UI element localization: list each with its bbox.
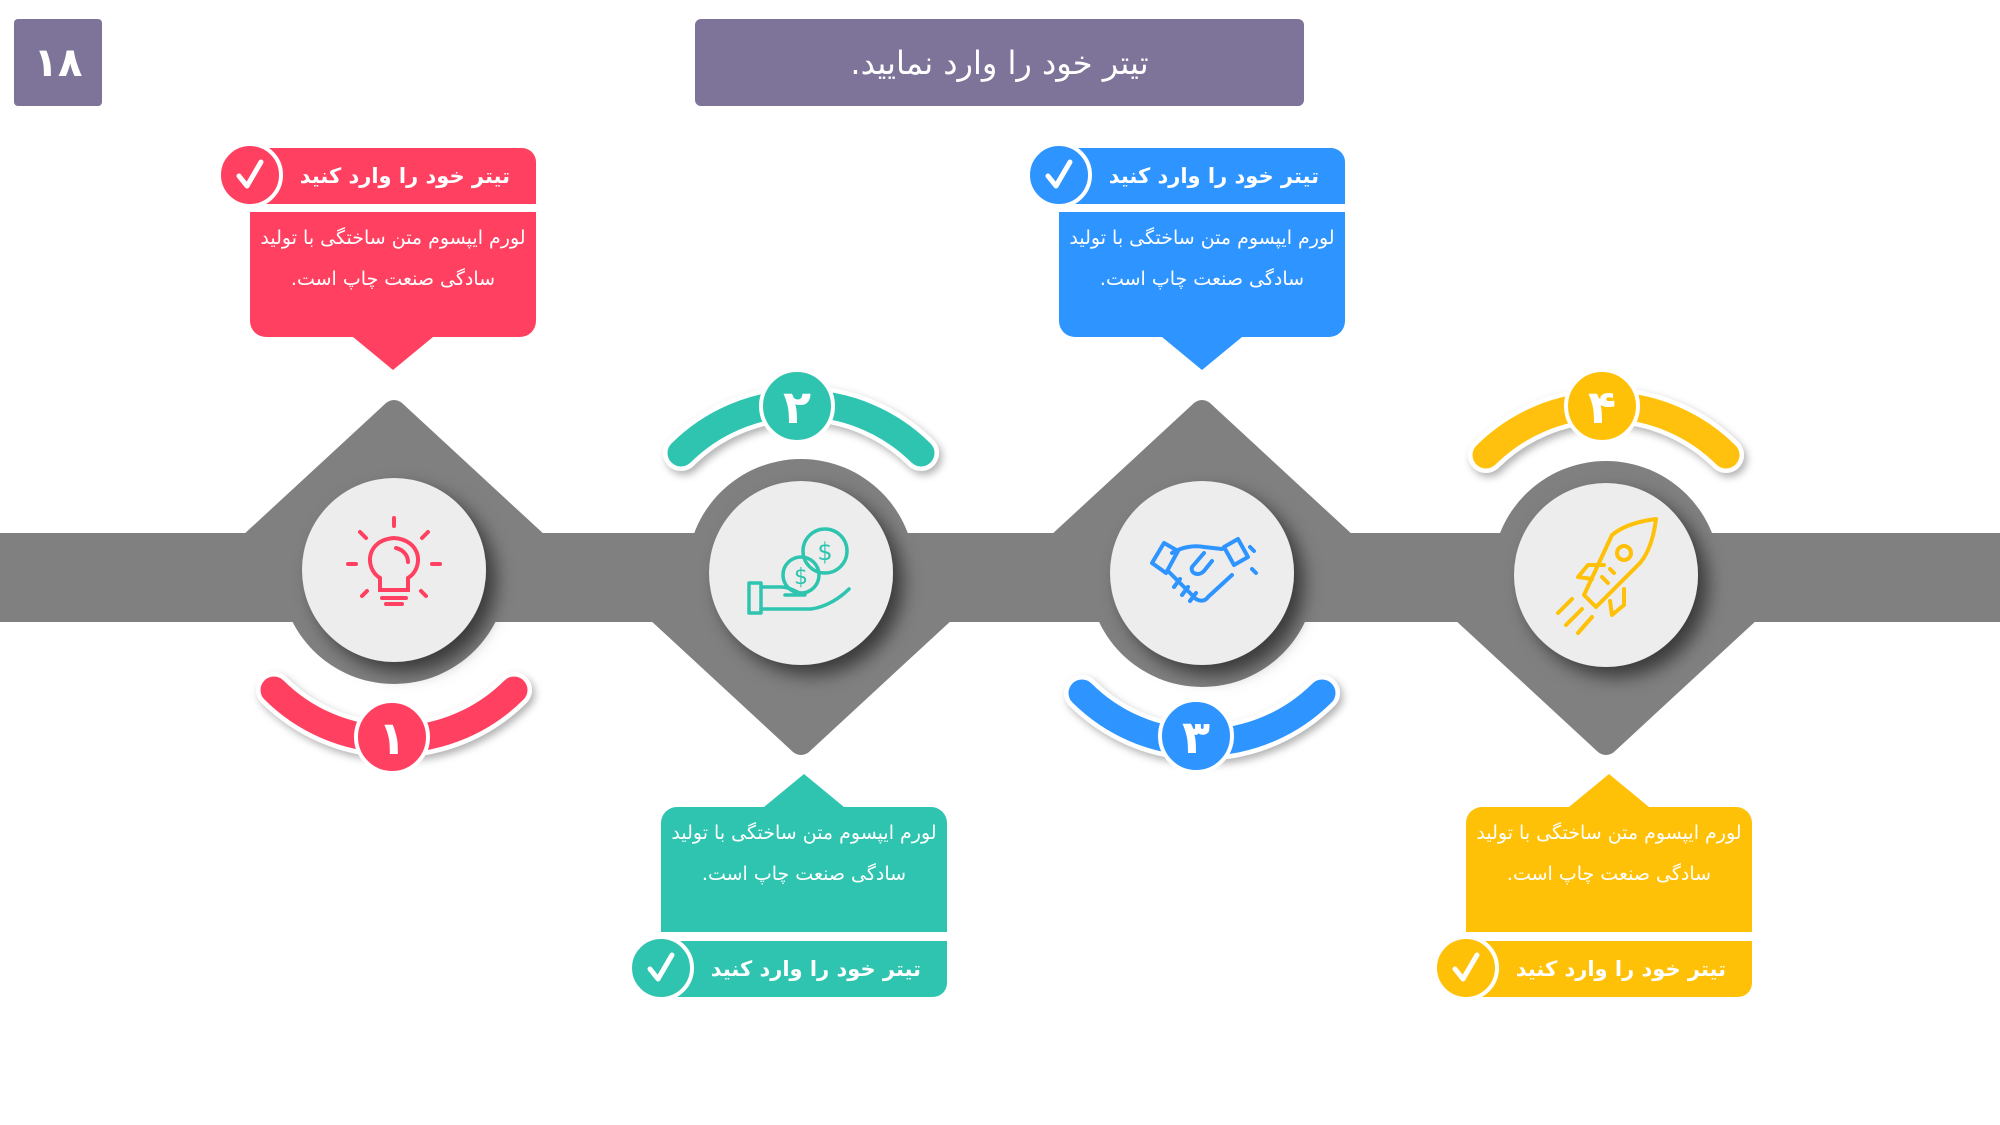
step-1-number: ۱ bbox=[378, 711, 406, 765]
callout-title: تیتر خود را وارد کنید bbox=[250, 148, 536, 204]
check-icon bbox=[217, 142, 283, 208]
callout-body: لورم ایپسوم متن ساختگی با تولید سادگی صن… bbox=[1059, 212, 1345, 337]
callout-title: تیتر خود را وارد کنید bbox=[661, 941, 947, 997]
step-4-badge bbox=[1564, 368, 1640, 444]
check-icon bbox=[1433, 935, 1499, 1001]
callout-pointer bbox=[764, 774, 844, 807]
lightbulb-icon bbox=[346, 516, 442, 606]
svg-text:$: $ bbox=[794, 565, 808, 590]
step-4-number: ۴ bbox=[1588, 380, 1616, 434]
callout-pointer bbox=[1569, 774, 1649, 807]
step-1-circle bbox=[302, 478, 486, 662]
callout-body: لورم ایپسوم متن ساختگی با تولید سادگی صن… bbox=[661, 807, 947, 932]
handshake-icon bbox=[1150, 537, 1258, 603]
check-icon bbox=[1026, 142, 1092, 208]
page-title: تیتر خود را وارد نمایید. bbox=[695, 19, 1304, 106]
svg-text:$: $ bbox=[817, 538, 832, 566]
step-3-badge bbox=[1158, 698, 1234, 774]
callout-pointer bbox=[353, 337, 433, 370]
slide-number: ۱۸ bbox=[14, 19, 102, 106]
money-hand-icon: $ $ bbox=[747, 527, 851, 615]
step-3-number: ۳ bbox=[1182, 710, 1210, 764]
callout-title: تیتر خود را وارد کنید bbox=[1059, 148, 1345, 204]
step-4-circle bbox=[1514, 483, 1698, 667]
callout-body: لورم ایپسوم متن ساختگی با تولید سادگی صن… bbox=[250, 212, 536, 337]
rocket-icon bbox=[1556, 517, 1658, 635]
step-2-badge bbox=[759, 368, 835, 444]
step-2-circle bbox=[709, 481, 893, 665]
step-2-number: ۲ bbox=[783, 380, 811, 434]
callout-title: تیتر خود را وارد کنید bbox=[1466, 941, 1752, 997]
check-icon bbox=[628, 935, 694, 1001]
callout-pointer bbox=[1162, 337, 1242, 370]
step-1-badge bbox=[354, 699, 430, 775]
callout-body: لورم ایپسوم متن ساختگی با تولید سادگی صن… bbox=[1466, 807, 1752, 932]
